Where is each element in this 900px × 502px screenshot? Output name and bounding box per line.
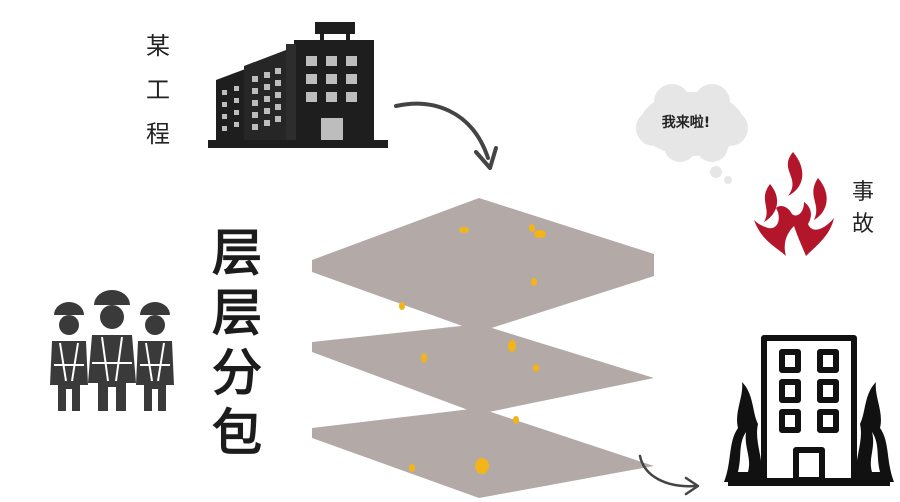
workers-icon: [50, 290, 174, 411]
subcontract-char: 层: [212, 223, 262, 282]
coin-icon: [409, 464, 415, 472]
coin-icon: [529, 224, 535, 232]
project-label: 某 工 程: [146, 34, 170, 146]
subcontract-char: 分: [212, 343, 262, 402]
accident-char: 故: [852, 212, 875, 237]
layer-stack: [312, 198, 654, 498]
layer-middle: [312, 324, 654, 414]
accident-label: 事 故: [852, 182, 874, 236]
project-char: 程: [146, 120, 170, 148]
coin-icon: [508, 340, 516, 352]
coin-icon: [533, 364, 539, 372]
subcontract-label: 层 层 分 包: [212, 228, 262, 458]
layer-top: [312, 198, 654, 332]
bubble-text: 我来啦!: [661, 115, 711, 131]
accident-char: 事: [852, 180, 875, 205]
project-char: 工: [146, 76, 170, 104]
subcontract-char: 包: [212, 403, 262, 462]
curved-arrow-icon: [394, 101, 498, 170]
coin-icon: [513, 416, 519, 424]
project-char: 某: [146, 32, 170, 60]
coin-icon: [459, 227, 469, 233]
collapsed-building-icon: [724, 335, 894, 486]
office-building-icon: [208, 22, 388, 148]
layer-bottom: [312, 408, 654, 498]
coin-icon: [399, 302, 405, 310]
curved-arrow-icon: [638, 454, 700, 496]
subcontract-char: 层: [212, 283, 262, 342]
coin-icon: [531, 278, 537, 286]
coin-icon: [421, 353, 427, 363]
coin-icon: [475, 458, 489, 474]
coin-icon: [534, 230, 546, 238]
thought-bubble-icon: [636, 84, 748, 184]
fire-icon: [754, 152, 834, 256]
